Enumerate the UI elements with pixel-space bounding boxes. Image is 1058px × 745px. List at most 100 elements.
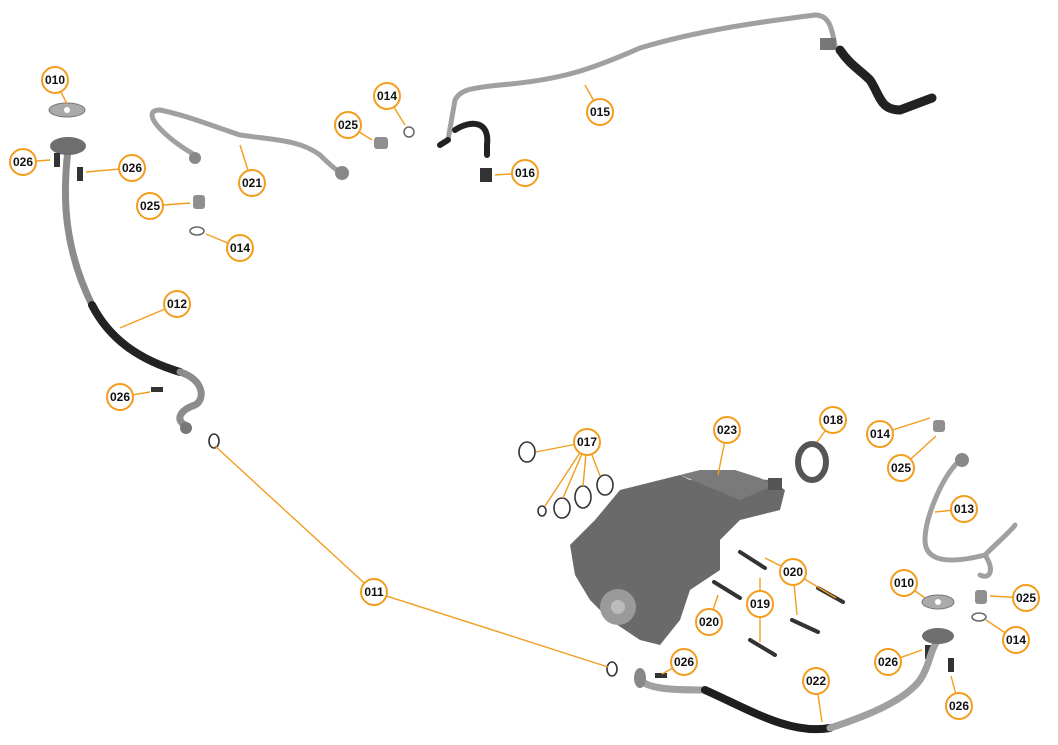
callout-label: 013 — [954, 502, 974, 516]
callout-025[interactable]: 025 — [1012, 584, 1040, 612]
callout-026[interactable]: 026 — [118, 154, 146, 182]
callout-circle — [334, 111, 362, 139]
callout-014[interactable]: 014 — [226, 234, 254, 262]
part-022-pipe — [634, 628, 954, 734]
part-023-housing — [570, 470, 785, 645]
callout-017[interactable]: 017 — [573, 428, 601, 456]
callout-circle — [887, 454, 915, 482]
callout-label: 026 — [122, 161, 142, 175]
part-010-gasket — [48, 102, 86, 118]
callout-circle — [890, 569, 918, 597]
callout-026[interactable]: 026 — [874, 648, 902, 676]
callout-025[interactable]: 025 — [887, 454, 915, 482]
callout-026[interactable]: 026 — [106, 383, 134, 411]
callout-circle — [1012, 584, 1040, 612]
callout-circle — [950, 495, 978, 523]
callout-label: 014 — [377, 89, 397, 103]
part-012-pipe — [50, 137, 205, 434]
callout-011[interactable]: 011 — [360, 578, 388, 606]
callout-circle — [779, 558, 807, 586]
callout-label: 021 — [242, 176, 262, 190]
part-010-gasket-right — [921, 594, 955, 610]
callout-label: 012 — [167, 297, 187, 311]
callout-circle — [118, 154, 146, 182]
callout-circle — [238, 169, 266, 197]
callout-023[interactable]: 023 — [713, 416, 741, 444]
callout-026[interactable]: 026 — [670, 648, 698, 676]
callout-014[interactable]: 014 — [866, 420, 894, 448]
callout-label: 014 — [870, 427, 890, 441]
callout-label: 014 — [1006, 633, 1026, 647]
callout-012[interactable]: 012 — [163, 290, 191, 318]
callout-label: 020 — [699, 615, 719, 629]
callout-label: 026 — [13, 155, 33, 169]
callout-circle — [695, 608, 723, 636]
part-017-orings — [518, 441, 614, 519]
callout-label: 025 — [140, 199, 160, 213]
callout-label: 023 — [717, 423, 737, 437]
callout-014[interactable]: 014 — [373, 82, 401, 110]
callout-label: 010 — [45, 73, 65, 87]
callout-label: 019 — [750, 597, 770, 611]
callout-label: 018 — [823, 413, 843, 427]
part-016-clip — [480, 168, 492, 182]
callout-label: 026 — [878, 655, 898, 669]
callout-circle — [874, 648, 902, 676]
callout-020[interactable]: 020 — [695, 608, 723, 636]
callout-circle — [573, 428, 601, 456]
callout-circle — [802, 667, 830, 695]
callout-010[interactable]: 010 — [890, 569, 918, 597]
leader-line — [214, 445, 375, 593]
part-015-pipe — [437, 12, 937, 158]
part-025-fittings — [193, 137, 987, 604]
part-018-seal — [795, 441, 829, 483]
leader-line — [373, 591, 609, 668]
callout-021[interactable]: 021 — [238, 169, 266, 197]
part-021-pipe — [149, 107, 349, 180]
callout-circle — [9, 148, 37, 176]
callout-016[interactable]: 016 — [511, 159, 539, 187]
callout-circle — [360, 578, 388, 606]
callout-label: 017 — [577, 435, 597, 449]
part-013-pipe — [922, 453, 1018, 579]
callout-013[interactable]: 013 — [950, 495, 978, 523]
callout-label: 022 — [806, 674, 826, 688]
callout-label: 015 — [590, 105, 610, 119]
callout-label: 014 — [230, 241, 250, 255]
callout-018[interactable]: 018 — [819, 406, 847, 434]
part-026-bolts — [54, 153, 954, 678]
callout-circle — [41, 66, 69, 94]
callout-025[interactable]: 025 — [136, 192, 164, 220]
callout-circle — [163, 290, 191, 318]
callout-circle — [713, 416, 741, 444]
callout-010[interactable]: 010 — [41, 66, 69, 94]
callout-circle — [1002, 626, 1030, 654]
callouts: 010 026 026 021 025 014 025 014 015 016 012 026 011 0… — [9, 66, 1040, 720]
callout-circle — [866, 420, 894, 448]
callout-circle — [746, 590, 774, 618]
callout-label: 025 — [338, 118, 358, 132]
callout-020[interactable]: 020 — [779, 558, 807, 586]
callout-circle — [226, 234, 254, 262]
callout-circle — [819, 406, 847, 434]
callout-circle — [586, 98, 614, 126]
callout-circle — [670, 648, 698, 676]
callout-circle — [373, 82, 401, 110]
callout-026[interactable]: 026 — [945, 692, 973, 720]
callout-circle — [945, 692, 973, 720]
callout-015[interactable]: 015 — [586, 98, 614, 126]
callout-025[interactable]: 025 — [334, 111, 362, 139]
callout-014[interactable]: 014 — [1002, 626, 1030, 654]
callout-circle — [106, 383, 134, 411]
callout-label: 026 — [949, 699, 969, 713]
callout-026[interactable]: 026 — [9, 148, 37, 176]
callout-label: 025 — [891, 461, 911, 475]
part-011-orings — [208, 433, 618, 677]
callout-022[interactable]: 022 — [802, 667, 830, 695]
part-014-rings — [189, 126, 987, 622]
callout-label: 020 — [783, 565, 803, 579]
callout-019[interactable]: 019 — [746, 590, 774, 618]
callout-label: 016 — [515, 166, 535, 180]
callout-label: 026 — [110, 390, 130, 404]
